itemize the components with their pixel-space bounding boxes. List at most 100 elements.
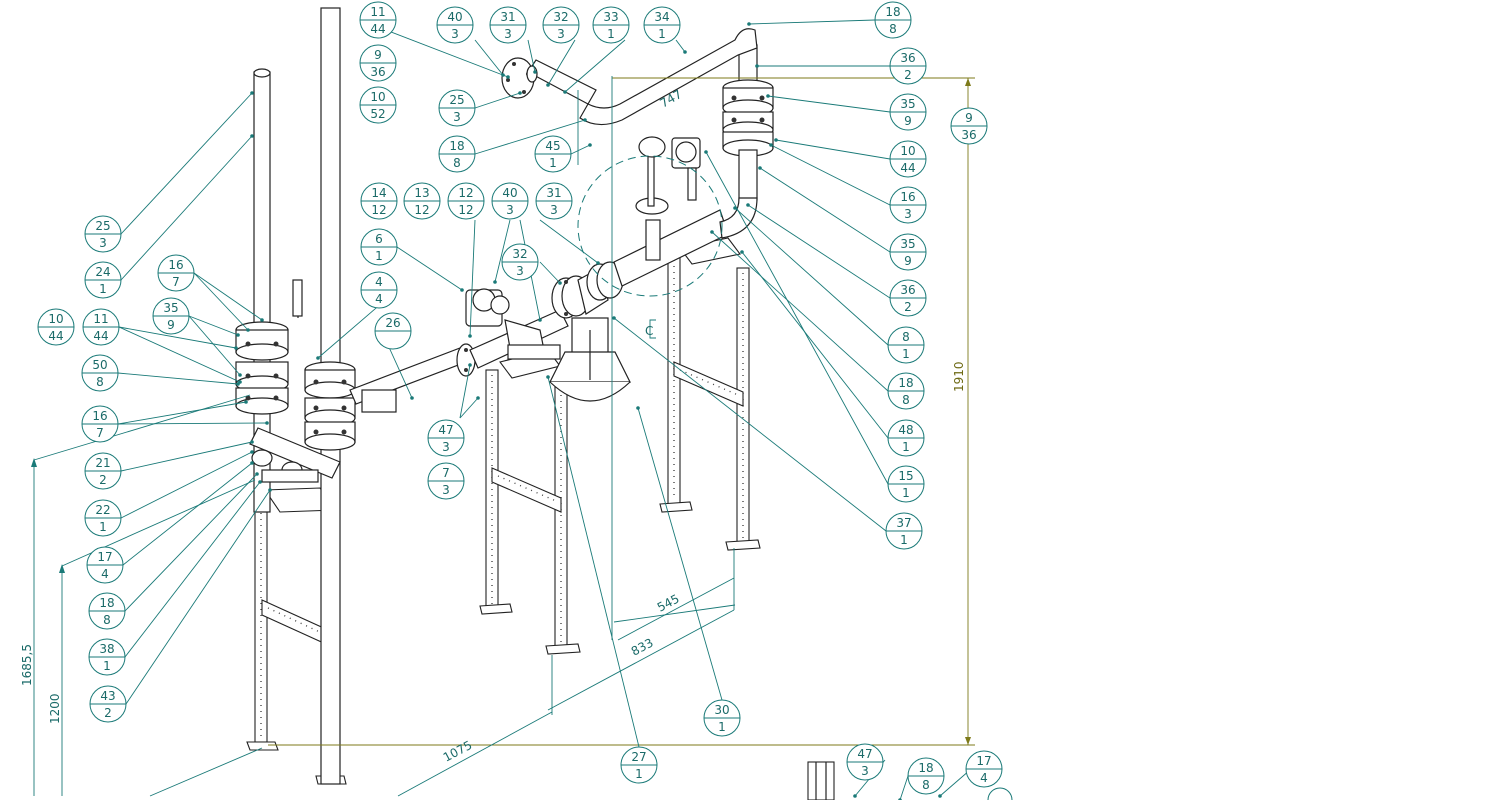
- dim-1685-label: 1685,5: [20, 644, 34, 686]
- leader-line: [747, 204, 891, 299]
- leader-arrowhead: [476, 396, 480, 400]
- balloon-quantity: 8: [103, 613, 111, 627]
- leader-arrowhead: [260, 318, 264, 322]
- item-balloon: 341: [643, 6, 681, 44]
- balloon-item-number: 7: [442, 466, 450, 480]
- balloon-item-number: 18: [918, 761, 933, 775]
- item-balloon: 163: [889, 186, 927, 224]
- balloon-item-number: 45: [545, 139, 560, 153]
- leader-line: [188, 315, 241, 376]
- balloon-item-number: 33: [603, 10, 618, 24]
- leader-line: [193, 272, 249, 331]
- leader-line: [474, 119, 586, 155]
- leader-arrowhead: [238, 373, 242, 377]
- detail-circle-c: [577, 155, 723, 297]
- leader-arrowhead: [558, 281, 562, 285]
- leader-line: [122, 462, 253, 566]
- balloon-quantity: 9: [904, 114, 912, 128]
- lower-manifold: [249, 427, 341, 483]
- item-balloon: 167: [81, 405, 119, 443]
- leader-lines: [117, 19, 971, 800]
- balloon-item-number: 32: [512, 247, 527, 261]
- balloon-item-number: 40: [502, 186, 517, 200]
- leader-line: [547, 39, 576, 86]
- balloon-quantity: 3: [442, 483, 450, 497]
- dim-545-label: 545: [655, 592, 682, 615]
- balloon-quantity: 3: [861, 764, 869, 778]
- balloon-item-number: 9: [374, 48, 382, 62]
- item-balloon: 473: [846, 743, 884, 781]
- balloon-quantity: 3: [442, 440, 450, 454]
- dim-1075-label: 1075: [441, 738, 475, 765]
- dimension-1075: 1075: [149, 711, 553, 797]
- leader-arrowhead: [250, 91, 254, 95]
- item-balloon: 371: [885, 512, 923, 550]
- balloon-quantity: 3: [99, 236, 107, 250]
- leader-arrowhead: [583, 118, 587, 122]
- leader-line: [770, 144, 891, 206]
- item-balloon: 403: [491, 182, 529, 220]
- balloon-quantity: 1: [549, 156, 557, 170]
- balloon-quantity: 8: [889, 22, 897, 36]
- balloon-quantity: 4: [101, 567, 109, 581]
- leader-line: [613, 317, 887, 532]
- balloon-quantity: 52: [370, 107, 385, 121]
- balloon-item-number: 32: [553, 10, 568, 24]
- balloon-quantity: 2: [904, 68, 912, 82]
- leader-arrowhead: [563, 90, 567, 94]
- balloon-item-number: 15: [898, 469, 913, 483]
- balloon-quantity: 36: [961, 128, 976, 142]
- middle-support-stand: [479, 349, 581, 655]
- right-flange-stack: [719, 44, 774, 239]
- leader-arrowhead: [246, 328, 250, 332]
- leader-arrowhead: [612, 316, 616, 320]
- leader-arrowhead: [234, 346, 238, 350]
- leader-line: [120, 135, 253, 281]
- item-balloon: 241: [84, 261, 122, 299]
- leader-arrowhead: [236, 333, 240, 337]
- balloon-item-number: 18: [99, 596, 114, 610]
- leader-line: [494, 219, 511, 283]
- item-balloon: 188: [874, 1, 912, 39]
- leader-arrowhead: [746, 203, 750, 207]
- dim-833-label: 833: [629, 636, 656, 659]
- leader-line: [474, 39, 504, 76]
- balloon-item-number: 8: [902, 330, 910, 344]
- leader-line: [117, 422, 268, 425]
- leader-arrowhead: [501, 73, 505, 77]
- balloon-quantity: 3: [516, 264, 524, 278]
- item-balloon: 167: [157, 254, 195, 292]
- detail-mark-c: C: [645, 324, 653, 338]
- leader-line: [705, 151, 889, 485]
- leader-line: [637, 407, 723, 701]
- item-balloon: 403: [436, 6, 474, 44]
- balloon-item-number: 50: [92, 358, 107, 372]
- leader-arrowhead: [468, 363, 472, 367]
- balloon-item-number: 16: [168, 258, 183, 272]
- leader-arrowhead: [316, 356, 320, 360]
- item-balloon: 188: [88, 592, 126, 630]
- item-balloon: 359: [152, 297, 190, 335]
- leader-line: [539, 219, 599, 264]
- balloon-quantity: 1: [635, 767, 643, 781]
- item-balloon: 61: [360, 228, 398, 266]
- leader-line: [547, 376, 640, 748]
- left-flange-stack: [235, 321, 289, 415]
- balloon-item-number: 10: [370, 90, 385, 104]
- balloon-quantity: 1: [99, 282, 107, 296]
- item-balloon: 508: [81, 354, 119, 392]
- item-balloon: 174: [86, 546, 124, 584]
- item-balloon: 481: [887, 419, 925, 457]
- item-balloon: 323: [501, 243, 539, 281]
- item-balloon: 151: [887, 465, 925, 503]
- leader-line: [741, 251, 889, 439]
- leader-arrowhead: [468, 334, 472, 338]
- leader-arrowhead: [460, 288, 464, 292]
- item-balloon: 359: [889, 93, 927, 131]
- leader-line: [570, 144, 591, 155]
- leader-line: [188, 315, 239, 336]
- leader-arrowhead: [538, 318, 542, 322]
- balloon-item-number: 36: [900, 283, 915, 297]
